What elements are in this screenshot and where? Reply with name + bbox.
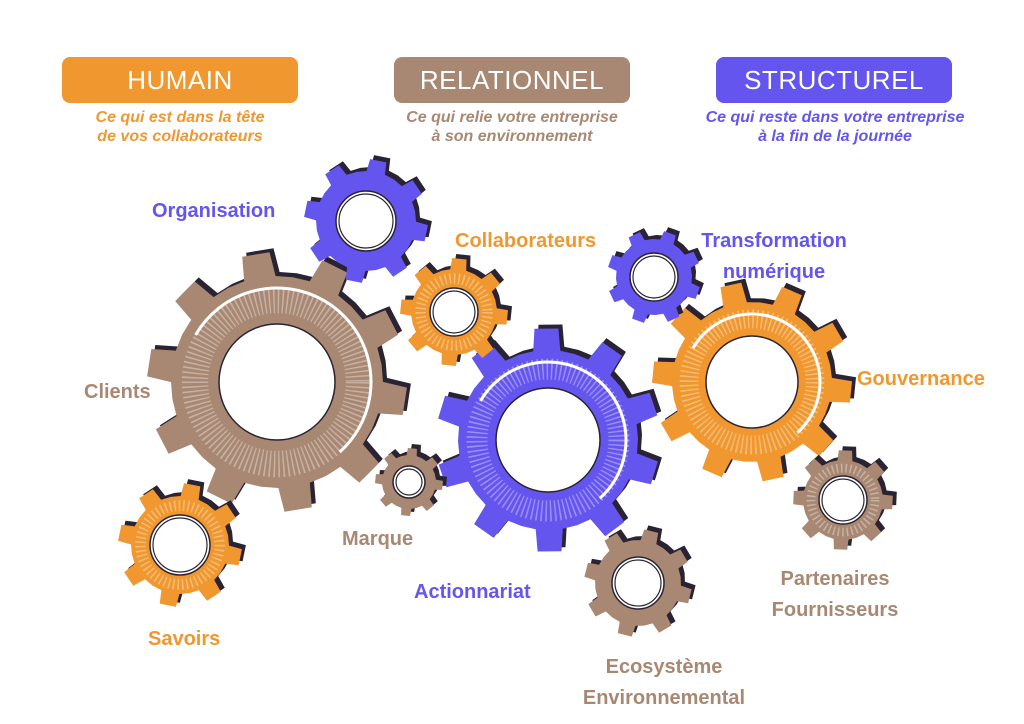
label-clients: Clients — [84, 381, 151, 403]
label-collaborateurs: Collaborateurs — [455, 230, 597, 252]
gear-clients — [147, 248, 411, 512]
gear-gouvernance — [652, 278, 856, 482]
gear-actionnariat — [438, 324, 662, 552]
label-marque: Marque — [342, 528, 414, 550]
relationnel-subtitle: Ce qui relie votre entreprise à son envi… — [406, 109, 618, 145]
gear-collaborateurs — [400, 254, 512, 366]
label-partenaires: Partenaires Fournisseurs — [771, 568, 899, 621]
gear-ecosysteme — [584, 525, 696, 637]
gear-organisation — [304, 155, 432, 283]
humain-header: HUMAIN — [62, 57, 298, 103]
label-ecosysteme: Ecosystème Environnemental — [582, 656, 746, 709]
label-transformation: Transformation numérique — [701, 230, 847, 283]
gear-transformation — [608, 227, 704, 323]
label-savoirs: Savoirs — [148, 628, 221, 650]
relationnel-header: RELATIONNEL — [394, 57, 630, 103]
gear-marque — [375, 444, 447, 516]
structurel-header: STRUCTUREL — [716, 57, 952, 103]
humain-subtitle: Ce qui est dans la tête de vos collabora… — [95, 109, 265, 145]
gear-savoirs — [118, 479, 246, 607]
label-actionnariat: Actionnariat — [414, 581, 531, 603]
label-organisation: Organisation — [152, 200, 276, 222]
label-gouvernance: Gouvernance — [857, 368, 985, 390]
gear-partenaires — [793, 446, 897, 550]
structurel-subtitle: Ce qui reste dans votre entreprise à la … — [705, 109, 965, 145]
